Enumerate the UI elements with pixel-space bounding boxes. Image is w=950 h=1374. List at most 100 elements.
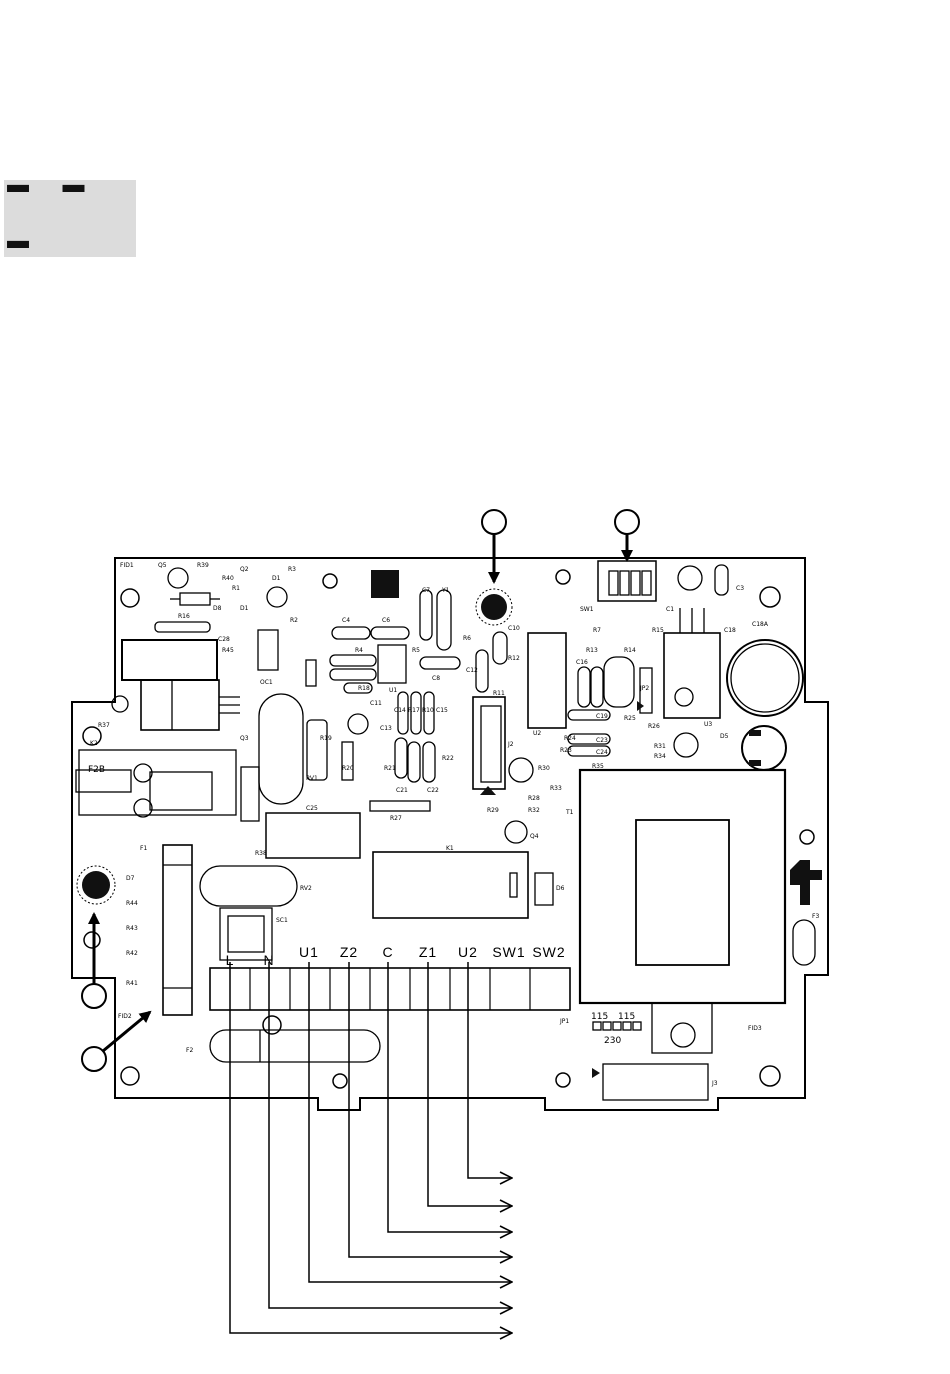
label-c18a: C18A xyxy=(752,621,769,628)
label-fid3: FID3 xyxy=(748,1025,762,1032)
label-r25: R25 xyxy=(624,715,636,722)
label-r35: R35 xyxy=(592,763,604,770)
wire-z2 xyxy=(348,962,512,1257)
label-q3: Q3 xyxy=(240,735,249,742)
label-c21: C21 xyxy=(396,787,408,794)
label-r17: R17 xyxy=(408,707,420,714)
label-115a: 115 xyxy=(591,1012,608,1022)
label-c12: C12 xyxy=(466,667,478,674)
label-r31: R31 xyxy=(654,743,666,750)
wire-n xyxy=(268,962,512,1308)
label-c1: C1 xyxy=(666,606,674,613)
label-d8: D8 xyxy=(213,605,222,612)
label-r39: R39 xyxy=(197,562,209,569)
label-r5: R5 xyxy=(412,647,420,654)
label-r34: R34 xyxy=(654,753,666,760)
label-d1-top: D1 xyxy=(272,575,281,582)
wire-u2 xyxy=(467,962,512,1178)
label-c16: C16 xyxy=(576,659,588,666)
lcd-display: – – – xyxy=(4,157,136,269)
label-k1: K1 xyxy=(446,845,454,852)
label-c4: C4 xyxy=(342,617,350,624)
label-r15: R15 xyxy=(652,627,664,634)
label-u1: U1 xyxy=(389,687,397,694)
lcd-display-text: – – – xyxy=(4,152,92,274)
label-r26: R26 xyxy=(648,723,660,730)
label-c6: C6 xyxy=(382,617,390,624)
label-k2: K2 xyxy=(90,740,98,747)
label-c7: C7 xyxy=(422,587,430,594)
label-c18: C18 xyxy=(724,627,736,634)
label-r1: R1 xyxy=(232,585,240,592)
label-r7: R7 xyxy=(593,627,601,634)
label-r2: R2 xyxy=(290,617,298,624)
label-c23: C23 xyxy=(596,737,608,744)
terminal-dividers xyxy=(249,968,531,1010)
label-j2: J2 xyxy=(507,741,514,748)
output-wires xyxy=(229,962,512,1333)
label-u3: U3 xyxy=(704,721,712,728)
label-r44: R44 xyxy=(126,900,138,907)
label-r40: R40 xyxy=(222,575,234,582)
label-r28: R28 xyxy=(528,795,540,802)
label-r20: R20 xyxy=(342,765,354,772)
label-r10: R10 xyxy=(422,707,434,714)
label-r27: R27 xyxy=(390,815,402,822)
label-jp2: JP2 xyxy=(639,685,649,692)
label-u2: U2 xyxy=(533,730,541,737)
label-c8: C8 xyxy=(432,675,440,682)
terminal-label-sw2: SW2 xyxy=(532,944,565,960)
label-r38: R38 xyxy=(255,850,267,857)
ground-logo xyxy=(790,860,822,905)
label-sc1: SC1 xyxy=(276,917,288,924)
terminal-label-z1: Z1 xyxy=(419,944,437,960)
label-r11: R11 xyxy=(493,690,505,697)
label-c3: C3 xyxy=(736,585,744,592)
label-c24: C24 xyxy=(596,749,608,756)
label-r6: R6 xyxy=(463,635,471,642)
label-c11: C11 xyxy=(370,700,382,707)
label-d1: D1 xyxy=(240,605,249,612)
label-r24: R24 xyxy=(564,735,576,742)
label-230: 230 xyxy=(604,1036,621,1046)
label-jp1: JP1 xyxy=(559,1018,569,1025)
silkscreen-labels: FID1 Q5 R39 Q2 R3 R40 D1 R1 D1 R16 D8 R2… xyxy=(88,562,819,1087)
label-r4: R4 xyxy=(355,647,363,654)
components xyxy=(75,560,816,1101)
label-r18: R18 xyxy=(358,685,370,692)
terminal-label-u1: U1 xyxy=(299,944,319,960)
wire-u1 xyxy=(308,962,512,1282)
label-r37: R37 xyxy=(98,722,110,729)
terminal-label-z2: Z2 xyxy=(340,944,358,960)
label-c14: C14 xyxy=(394,707,406,714)
label-r16: R16 xyxy=(178,613,190,620)
label-r12: R12 xyxy=(508,655,520,662)
label-q5: Q5 xyxy=(158,562,167,569)
label-r43: R43 xyxy=(126,925,138,932)
label-rv1: RV1 xyxy=(306,775,318,782)
label-c25: C25 xyxy=(306,805,318,812)
label-y1: Y1 xyxy=(441,587,450,594)
label-r33: R33 xyxy=(550,785,562,792)
label-fid1: FID1 xyxy=(120,562,134,569)
label-t1: T1 xyxy=(565,809,574,816)
label-115b: 115 xyxy=(618,1012,635,1022)
label-r45: R45 xyxy=(222,647,234,654)
terminal-label-l: L xyxy=(226,952,235,968)
label-c15: C15 xyxy=(436,707,448,714)
label-f2b: F2B xyxy=(88,765,105,775)
terminal-label-c: C xyxy=(382,944,393,960)
label-r22: R22 xyxy=(442,755,454,762)
label-r42: R42 xyxy=(126,950,138,957)
label-r13: R13 xyxy=(586,647,598,654)
terminal-labels: L N U1 Z2 C Z1 U2 SW1 SW2 xyxy=(226,944,565,968)
led-indicators xyxy=(76,588,513,905)
polarity-marks xyxy=(480,701,761,1078)
label-d5: D5 xyxy=(720,733,729,740)
label-c28: C28 xyxy=(218,636,230,643)
label-r19: R19 xyxy=(320,735,332,742)
label-r23: R23 xyxy=(560,747,572,754)
callouts xyxy=(81,509,640,1072)
